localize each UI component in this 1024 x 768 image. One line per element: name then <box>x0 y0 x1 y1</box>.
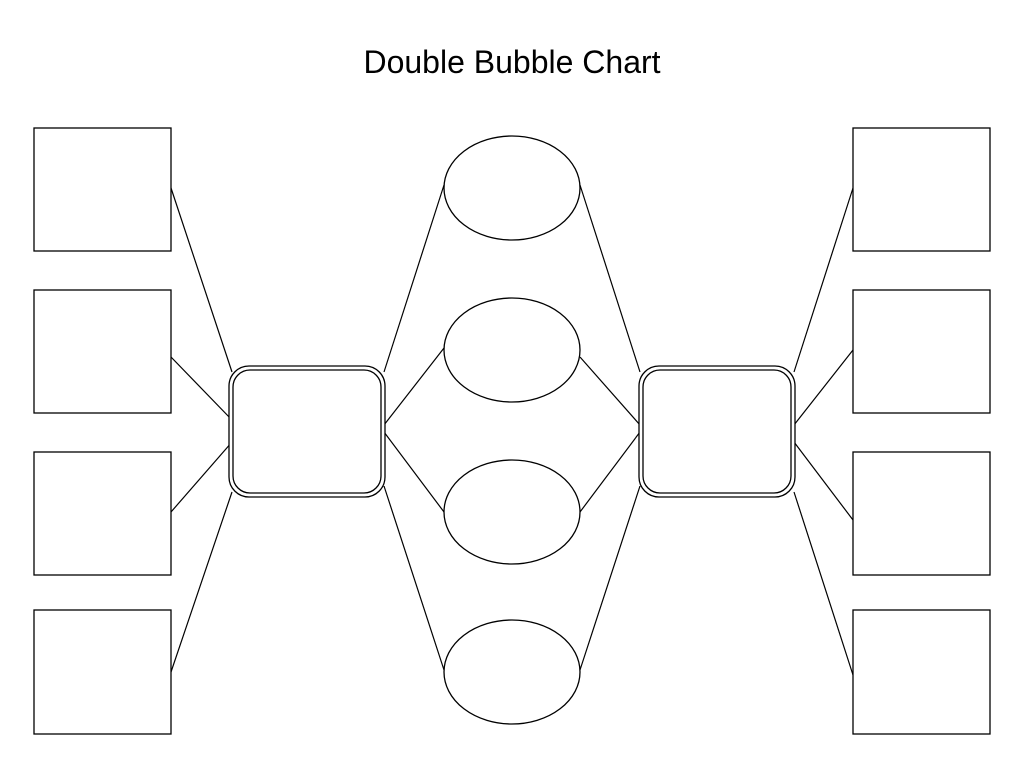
left-box-3[interactable] <box>33 451 172 576</box>
right-topic-inner-border <box>642 369 792 494</box>
connector-left-box-4 <box>170 491 233 673</box>
right-topic-node[interactable] <box>638 365 796 498</box>
right-center-connectors <box>579 184 641 671</box>
shared-bubble-3[interactable] <box>443 459 581 565</box>
connector-right-box-2 <box>793 349 854 426</box>
left-attribute-boxes <box>33 127 172 735</box>
left-topic-node[interactable] <box>228 365 386 498</box>
shared-bubble-1[interactable] <box>443 135 581 241</box>
connector-left-ellipse-1 <box>383 184 445 373</box>
right-box-4[interactable] <box>852 609 991 735</box>
left-box-4[interactable] <box>33 609 172 735</box>
connector-right-ellipse-1 <box>579 184 641 373</box>
connector-left-box-2 <box>170 356 233 421</box>
connector-right-ellipse-2 <box>579 356 641 426</box>
left-box-1[interactable] <box>33 127 172 252</box>
right-box-connectors <box>793 187 854 676</box>
right-attribute-boxes <box>852 127 991 735</box>
connector-left-ellipse-2 <box>383 347 445 426</box>
connector-right-ellipse-3 <box>579 431 641 513</box>
connector-right-box-3 <box>793 441 854 521</box>
connector-left-ellipse-3 <box>383 431 445 513</box>
connector-right-box-4 <box>793 491 854 676</box>
shared-bubble-2[interactable] <box>443 297 581 403</box>
left-topic-inner-border <box>232 369 382 494</box>
page-title: Double Bubble Chart <box>363 44 661 80</box>
shared-attribute-bubbles <box>443 135 581 725</box>
connector-left-box-3 <box>170 441 233 513</box>
right-box-3[interactable] <box>852 451 991 576</box>
connector-right-box-1 <box>793 187 854 373</box>
connector-left-box-1 <box>170 187 233 373</box>
right-box-1[interactable] <box>852 127 991 252</box>
shared-bubble-4[interactable] <box>443 619 581 725</box>
connector-right-ellipse-4 <box>579 485 641 671</box>
connector-left-ellipse-4 <box>383 485 445 671</box>
left-box-2[interactable] <box>33 289 172 414</box>
right-box-2[interactable] <box>852 289 991 414</box>
left-box-connectors <box>170 187 233 673</box>
left-center-connectors <box>383 184 445 671</box>
